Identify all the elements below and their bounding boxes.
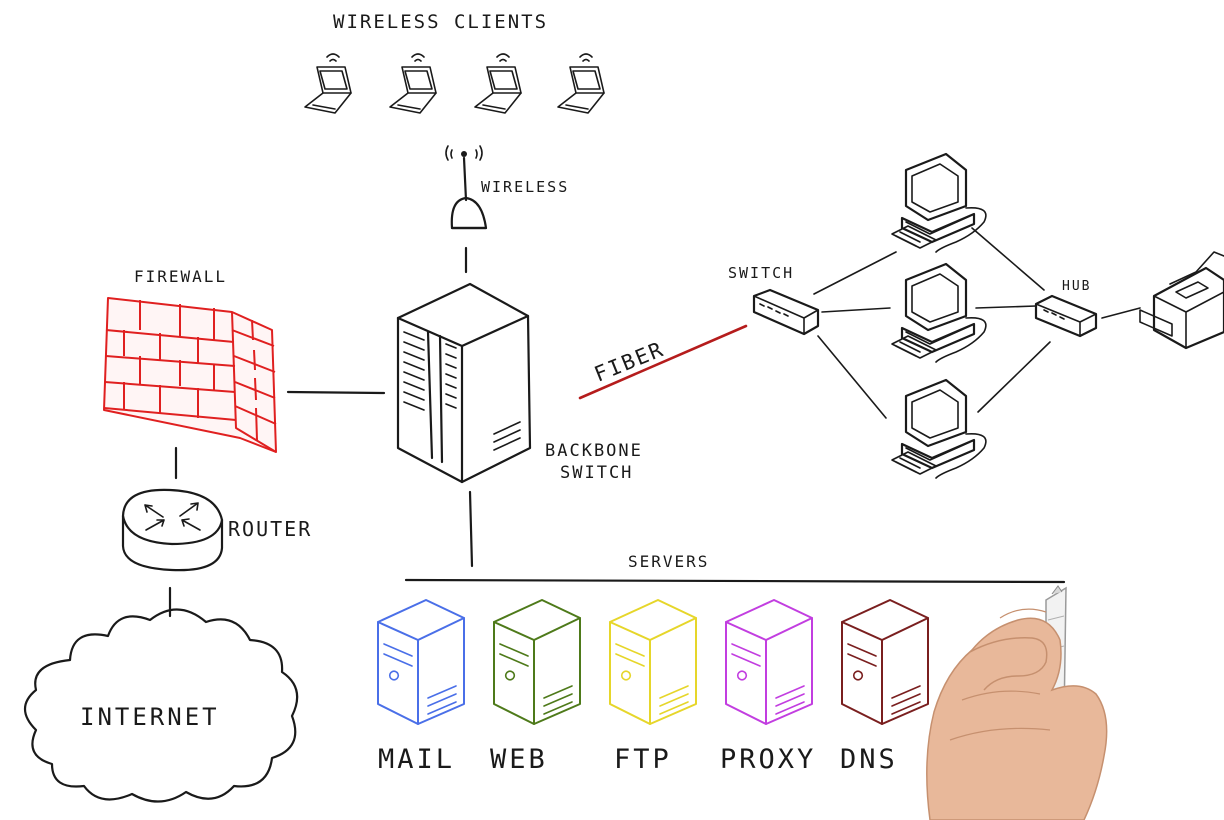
label-switch: SWITCH bbox=[728, 264, 794, 282]
label-server-web: WEB bbox=[490, 744, 548, 775]
wireless-clients-group bbox=[304, 53, 605, 114]
label-server-mail: MAIL bbox=[378, 744, 455, 775]
label-hub: HUB bbox=[1062, 279, 1091, 294]
label-wireless: WIRELESS bbox=[481, 178, 569, 196]
hand-with-marker-image bbox=[926, 585, 1108, 820]
wireless-access-point-icon bbox=[445, 145, 488, 230]
laptop-icon bbox=[389, 53, 437, 114]
fiber-link bbox=[578, 324, 748, 400]
label-router: ROUTER bbox=[228, 517, 312, 541]
laptop-icon bbox=[474, 53, 522, 114]
workstation-icon bbox=[890, 262, 987, 364]
switch-icon bbox=[752, 288, 820, 336]
internet-cloud-icon bbox=[23, 608, 299, 803]
label-internet: INTERNET bbox=[80, 703, 220, 731]
backbone-switch-icon bbox=[396, 282, 532, 484]
hub-icon bbox=[1034, 294, 1098, 338]
label-server-dns: DNS bbox=[840, 744, 898, 775]
printer-icon bbox=[1139, 251, 1224, 350]
label-backbone-line2: SWITCH bbox=[560, 463, 633, 483]
label-servers: SERVERS bbox=[628, 552, 709, 571]
label-wireless-clients: WIRELESS CLIENTS bbox=[333, 11, 548, 33]
server-mail-icon bbox=[377, 599, 465, 725]
servers-group: MAIL WEB FTP PROXY DNS bbox=[377, 599, 929, 775]
label-firewall: FIREWALL bbox=[134, 267, 227, 286]
workstation-icon bbox=[891, 152, 987, 253]
label-server-ftp: FTP bbox=[614, 744, 672, 775]
server-ftp-icon bbox=[609, 599, 697, 725]
server-proxy-icon bbox=[725, 599, 813, 725]
server-web-icon bbox=[493, 599, 581, 725]
label-server-proxy: PROXY bbox=[720, 744, 816, 775]
firewall-icon bbox=[103, 297, 277, 453]
label-backbone-line1: BACKBONE bbox=[545, 441, 643, 461]
router-icon bbox=[121, 488, 224, 572]
laptop-icon bbox=[304, 53, 352, 114]
workstation-icon bbox=[890, 378, 987, 480]
label-fiber: FIBER bbox=[591, 337, 668, 387]
server-dns-icon bbox=[841, 599, 929, 725]
laptop-icon bbox=[557, 53, 605, 114]
